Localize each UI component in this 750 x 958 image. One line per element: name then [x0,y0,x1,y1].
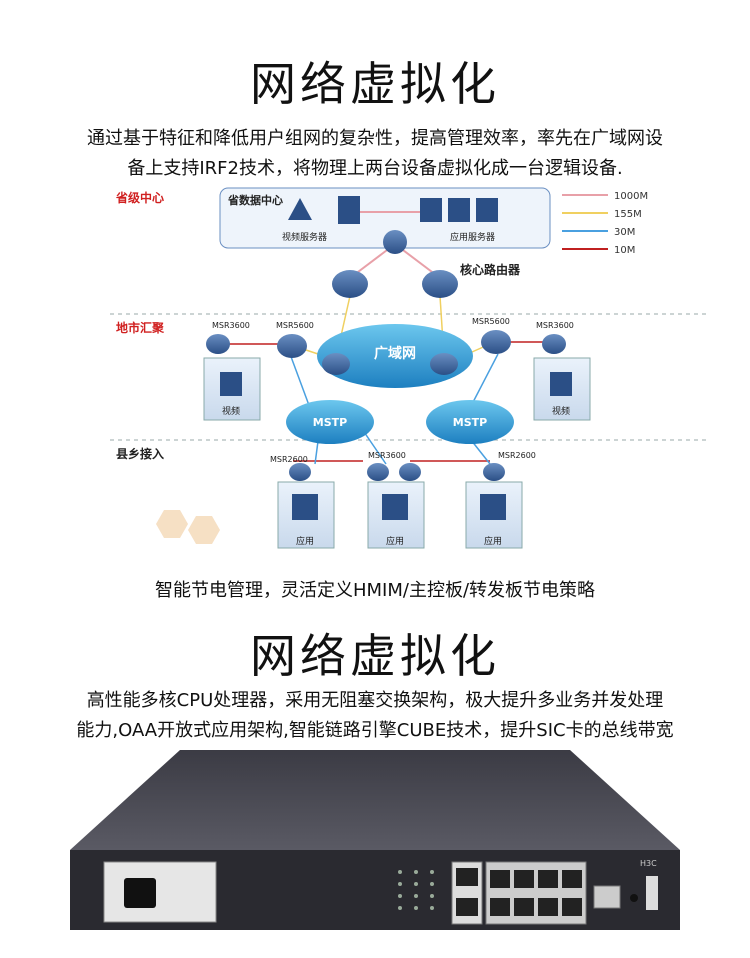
msr2600-router-icon [483,463,505,481]
ethernet-ports [490,870,582,916]
wan-label: 广域网 [374,345,416,362]
app-server-icon [382,494,408,520]
core-router-label: 核心路由器 [460,262,521,277]
section1-text-line2: 备上支持IRF2技术，将物理上两台设备虚拟化成一台逻辑设备. [127,158,623,179]
app-label: 应用 [484,535,502,547]
app-server-label: 应用服务器 [450,231,495,243]
section2-title: 网络虚拟化 [250,629,500,683]
app-server-icon [476,198,498,222]
wan-router-icon [430,353,458,375]
router-device-image: H3C [70,750,680,930]
legend-30m: 30M [614,227,635,238]
section1-description: 通过基于特征和降低用户组网的复杂性，提高管理效率，率先在广域网设 备上支持IRF… [20,124,730,184]
app-server-icon [448,198,470,222]
usb-port-icon [646,876,658,910]
app-server-icon [480,494,506,520]
app-server-icon [420,198,442,222]
msr5600-label: MSR5600 [472,317,510,326]
mstp-label-left: MSTP [313,416,347,429]
video-server-icon [288,198,312,220]
tier-label-province: 省级中心 [115,190,164,205]
device-brand-logo: H3C [640,859,657,868]
core-router-icon [422,270,458,298]
reset-button-icon [630,894,638,902]
msr2600-label: MSR2600 [498,451,536,460]
ethernet-port-icon [456,898,478,916]
app-label: 应用 [296,535,314,547]
section2-description: 高性能多核CPU处理器，采用无阻塞交换架构，极大提升多业务并发处理 能力,OAA… [20,686,730,746]
msr3600-router-icon [399,463,421,481]
section1-text-line1: 通过基于特征和降低用户组网的复杂性，提高管理效率，率先在广域网设 [87,128,663,149]
ethernet-port-icon [456,868,478,886]
section1-title: 网络虚拟化 [250,57,500,111]
msr3600-label: MSR3600 [536,321,574,330]
msr2600-label: MSR2600 [270,455,308,464]
msr5600-router-icon [481,330,511,354]
msr5600-label: MSR5600 [276,321,314,330]
power-socket-icon [124,878,156,908]
legend: 1000M 155M 30M 10M [562,191,648,256]
tier-label-county: 县乡接入 [116,446,164,461]
video-server-icon [550,372,572,396]
msr3600-router-icon [367,463,389,481]
wan-router-icon [322,353,350,375]
mstp-cloud-left [286,400,374,444]
msr5600-router-icon [277,334,307,358]
wan-cloud [317,324,473,388]
network-topology-diagram: 省级中心 地市汇聚 县乡接入 省数据中心 视频服务器 应用服务器 核心路由器 [110,187,710,549]
device-top-panel [70,750,680,850]
msr3600-router-icon [206,334,230,354]
legend-155m: 155M [614,209,642,220]
video-label: 视频 [552,405,570,417]
video-server-label: 视频服务器 [282,231,327,243]
video-server-icon [220,372,242,396]
status-leds [398,870,434,910]
core-switch-icon [383,230,407,254]
app-label: 应用 [386,535,404,547]
server-icon [338,196,360,224]
msr3600-router-icon [542,334,566,354]
legend-1000m: 1000M [614,191,648,202]
mstp-label-right: MSTP [453,416,487,429]
section2-text-line2: 能力,OAA开放式应用架构,智能链路引擎CUBE技术，提升SIC卡的总线带宽 [76,720,674,741]
power-module [103,861,217,923]
mstp-cloud-right [426,400,514,444]
decorative-hexagons [156,510,220,544]
legend-10m: 10M [614,245,635,256]
msr3600-label: MSR3600 [212,321,250,330]
section2-text-line1: 高性能多核CPU处理器，采用无阻塞交换架构，极大提升多业务并发处理 [86,690,664,711]
caption-power-saving: 智能节电管理，灵活定义HMIM/主控板/转发板节电策略 [154,580,596,601]
app-server-icon [292,494,318,520]
video-label: 视频 [222,405,240,417]
datacenter-label: 省数据中心 [227,193,283,207]
core-router-icon [332,270,368,298]
msr2600-router-icon [289,463,311,481]
console-port-icon [593,885,621,909]
msr3600-label: MSR3600 [368,451,406,460]
tier-label-city: 地市汇聚 [116,320,165,335]
